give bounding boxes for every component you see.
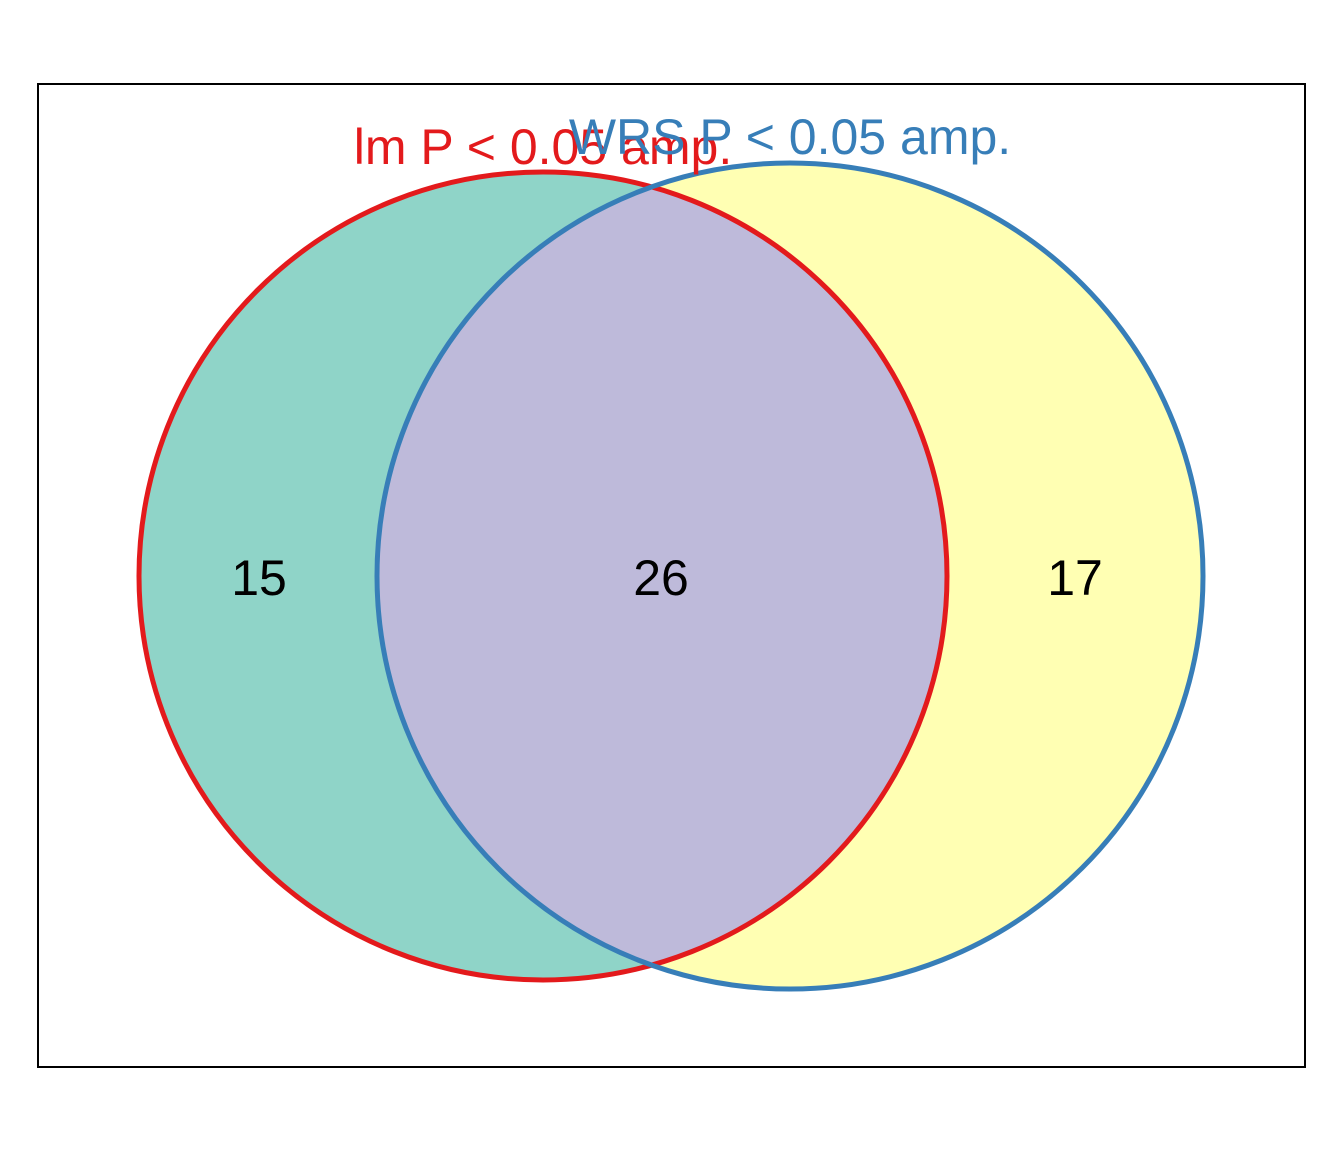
set-a-label: lm P < 0.05 amp.	[354, 119, 732, 175]
intersection-fill	[377, 172, 947, 980]
set-b-outline	[374, 160, 1206, 992]
only-first-count: 15	[231, 550, 287, 606]
set-b-label: WRS P < 0.05 amp.	[569, 109, 1011, 165]
set-a-outline	[136, 169, 950, 983]
only-second-count: 17	[1047, 550, 1103, 606]
intersection-count: 26	[633, 550, 689, 606]
